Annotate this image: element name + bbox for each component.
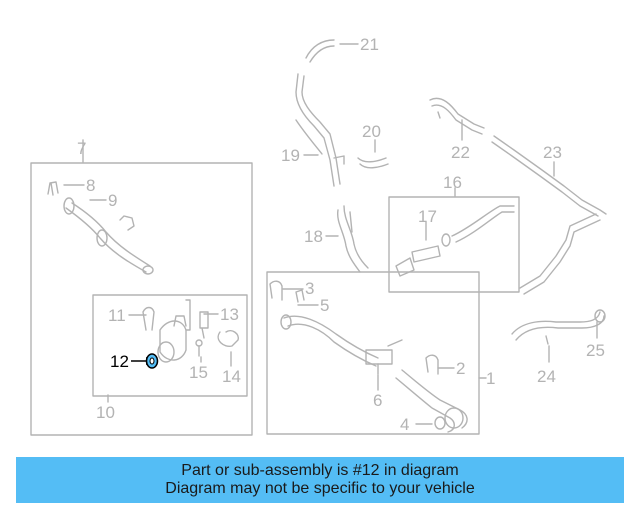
callout-6: 6 <box>373 391 382 410</box>
part-20-hose <box>357 157 389 169</box>
callout-22: 22 <box>451 143 470 162</box>
parts-diagram: 1 2 3 4 5 6 7 8 9 10 11 12 13 14 15 16 1… <box>30 35 607 436</box>
part-22-hose <box>429 97 485 135</box>
callout-19: 19 <box>281 146 300 165</box>
part-24-pipe <box>511 311 605 345</box>
callout-5: 5 <box>320 296 329 315</box>
part-13-sensor <box>199 311 209 339</box>
part-14-clamp <box>217 330 239 347</box>
callout-4: 4 <box>400 415 409 434</box>
callout-2: 2 <box>456 359 465 378</box>
callout-15: 15 <box>189 363 208 382</box>
part-17-valve <box>395 245 441 277</box>
callout-14: 14 <box>222 367 241 386</box>
part-5-hose <box>280 289 379 367</box>
part-4-o-ring <box>434 416 446 430</box>
callout-25: 25 <box>586 341 605 360</box>
callout-23: 23 <box>543 143 562 162</box>
part-21-hose <box>305 39 335 63</box>
callout-12: 12 <box>110 352 129 371</box>
callout-16: 16 <box>443 173 462 192</box>
part-2-clamp <box>425 354 439 375</box>
callout-21: 21 <box>360 35 379 54</box>
part-11-clamp <box>142 306 155 331</box>
part-3-clamp <box>269 280 283 301</box>
callout-24: 24 <box>537 367 556 386</box>
group-box-1 <box>266 271 480 435</box>
callout-9: 9 <box>108 191 117 210</box>
part-6-tee-fitting <box>365 339 403 375</box>
callout-8: 8 <box>86 176 95 195</box>
callout-13: 13 <box>220 305 239 324</box>
callout-11: 11 <box>108 306 126 325</box>
part-12-highlighted <box>131 353 159 369</box>
part-8-clamp <box>47 181 59 196</box>
group-box-7 <box>30 162 253 436</box>
callout-18: 18 <box>304 227 323 246</box>
part-main-hose <box>395 369 468 433</box>
part-18-hose <box>336 205 369 273</box>
callout-3: 3 <box>305 279 314 298</box>
part-23-tube <box>491 135 607 295</box>
callout-7: 7 <box>77 139 86 158</box>
part-19-pipe <box>295 73 345 187</box>
banner-line-1: Part or sub-assembly is #12 in diagram <box>181 462 459 479</box>
banner-line-2: Diagram may not be specific to your vehi… <box>165 480 475 497</box>
part-9-hose <box>63 197 154 275</box>
callout-20: 20 <box>362 122 381 141</box>
callout-10: 10 <box>96 403 115 422</box>
part-15-bolt <box>195 339 203 357</box>
group-box-16 <box>388 196 520 293</box>
callout-17: 17 <box>418 207 437 226</box>
group-box-10 <box>92 294 248 397</box>
part-thermostat-housing <box>157 299 191 363</box>
info-banner: Part or sub-assembly is #12 in diagram D… <box>16 457 624 503</box>
callout-1: 1 <box>486 369 495 388</box>
part-25-fitting <box>594 309 606 323</box>
part-16-pipe <box>441 205 515 247</box>
